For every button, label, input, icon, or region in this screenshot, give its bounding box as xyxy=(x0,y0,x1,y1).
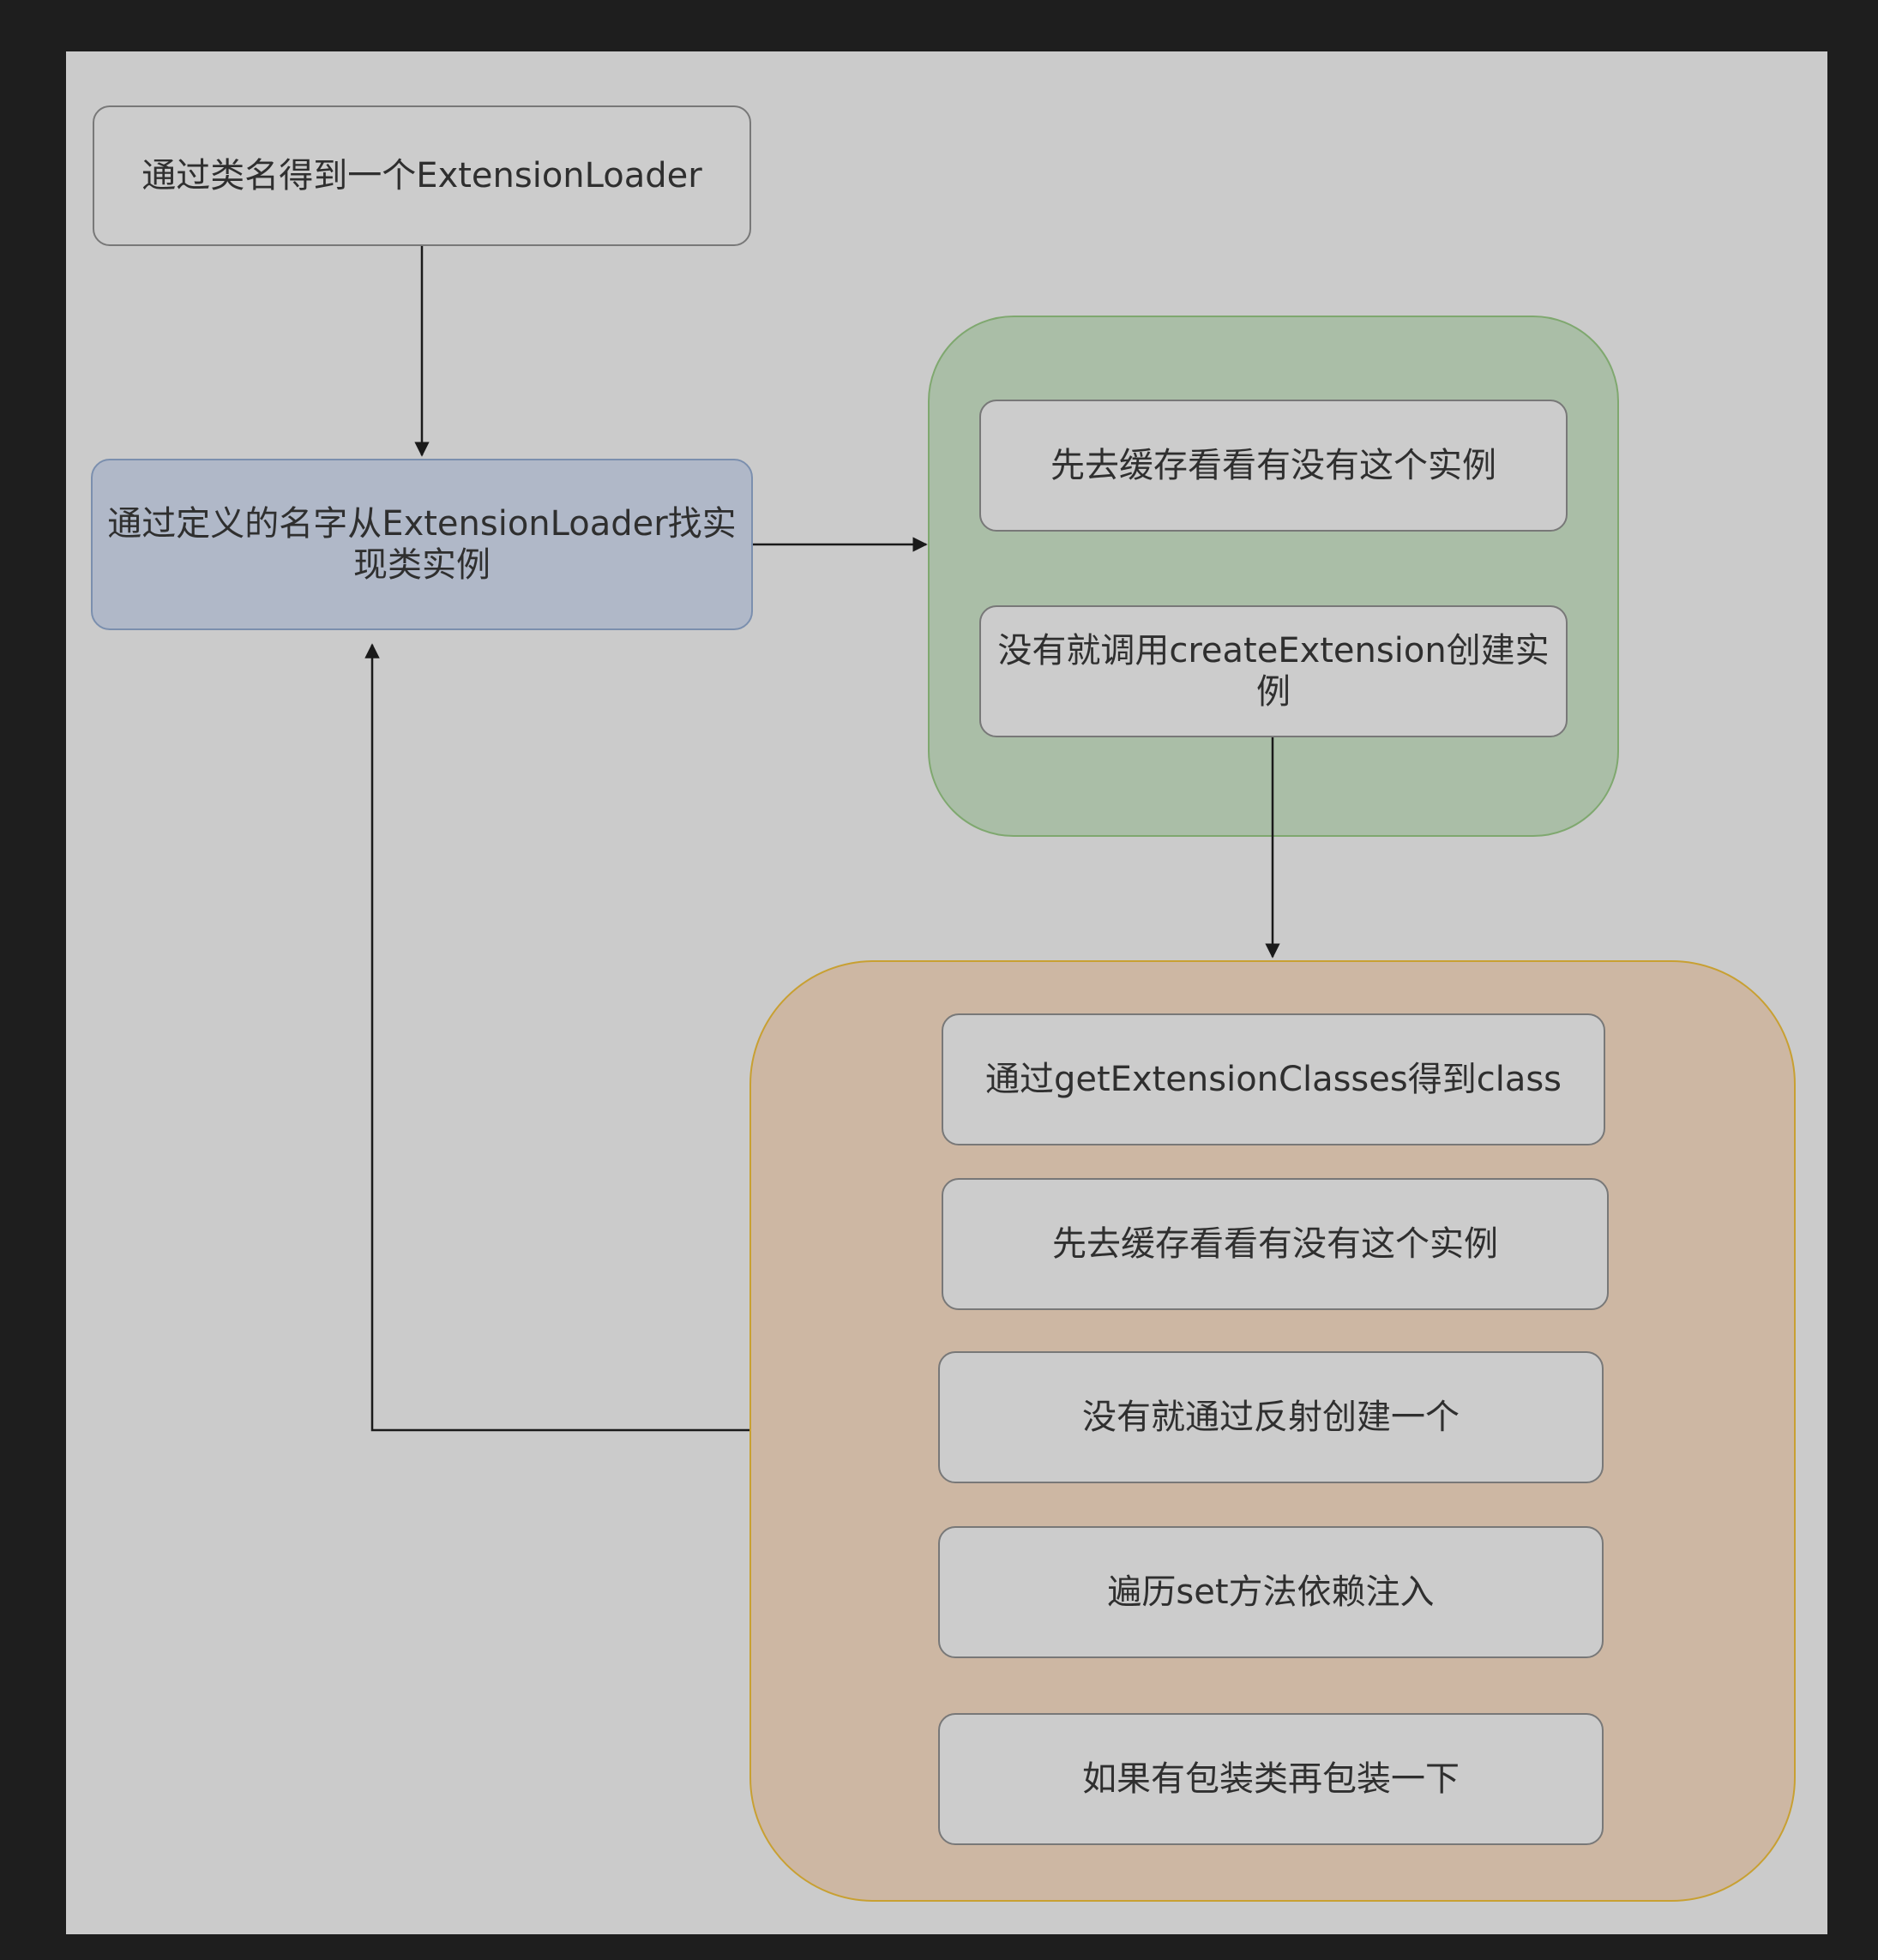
wrapper-class-node: 如果有包装类再包装一下 xyxy=(938,1713,1604,1845)
dependency-injection-node: 遍历set方法依赖注入 xyxy=(938,1526,1604,1658)
create-extension-group xyxy=(928,316,1619,837)
get-extension-loader-node: 通过类名得到一个ExtensionLoader xyxy=(93,105,751,246)
orange-cache-check-node: 先去缓存看看有没有这个实例 xyxy=(942,1178,1609,1310)
find-implementation-node: 通过定义的名字从ExtensionLoader找实现类实例 xyxy=(91,459,753,630)
create-extension-node: 没有就调用createExtension创建实例 xyxy=(979,605,1568,737)
green-cache-check-node: 先去缓存看看有没有这个实例 xyxy=(979,400,1568,532)
get-extension-classes-node: 通过getExtensionClasses得到class xyxy=(942,1013,1605,1145)
reflection-create-node: 没有就通过反射创建一个 xyxy=(938,1351,1604,1483)
